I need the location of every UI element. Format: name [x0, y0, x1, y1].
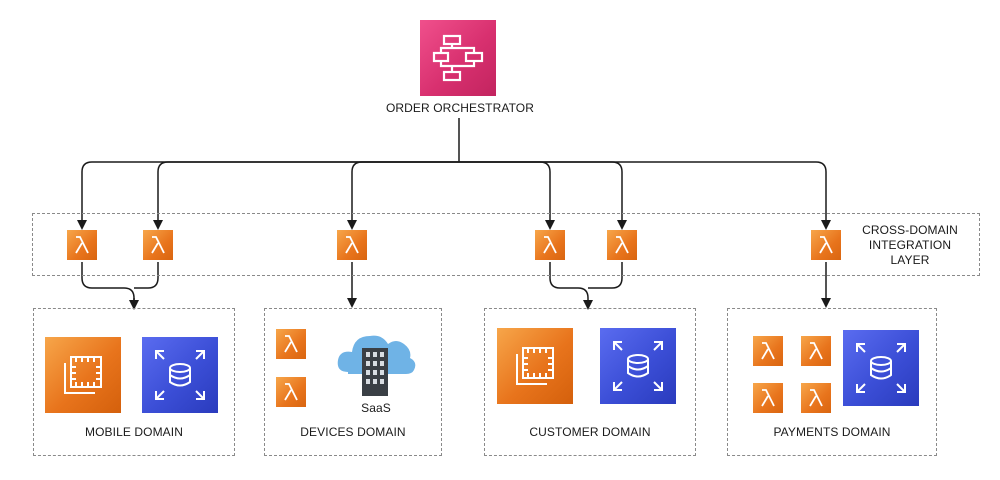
saas-icon: [337, 335, 416, 396]
integration-layer-box: [32, 213, 980, 276]
merge-customer: [549, 262, 623, 299]
saas-label: SaaS: [361, 401, 391, 415]
rds-icon: [600, 328, 676, 404]
lambda-icon: [276, 329, 306, 359]
lambda-icon: [753, 383, 783, 413]
branch-lambda-6: [459, 161, 831, 230]
branch-lambda-2: [153, 161, 459, 230]
lambda-icon: [811, 230, 841, 260]
lambda-icon: [276, 377, 306, 407]
branch-lambda-1: [77, 161, 459, 230]
lambda-icon: [753, 336, 783, 366]
merge-mobile: [81, 262, 159, 308]
customer-domain-label: CUSTOMER DOMAIN: [529, 425, 651, 439]
devices-domain-box: [264, 308, 442, 456]
lambda-icon: [337, 230, 367, 260]
mobile-domain-box: [33, 308, 235, 456]
mobile-domain-label: MOBILE DOMAIN: [85, 425, 183, 439]
lambda-icon: [607, 230, 637, 260]
payments-domain-box: [727, 308, 937, 456]
customer-domain-box: [484, 308, 696, 456]
branch-lambda-3: [347, 161, 459, 230]
integration-layer-label-line-3: LAYER: [890, 253, 930, 267]
lambda-icon: [801, 383, 831, 413]
orchestrator-label: ORDER ORCHESTRATOR: [385, 101, 535, 115]
lambda-icon: [143, 230, 173, 260]
ec2-icon: [497, 328, 573, 404]
rds-icon: [843, 330, 919, 406]
ec2-icon: [45, 337, 121, 413]
integration-layer-label-line-2: INTEGRATION: [868, 238, 952, 252]
integration-layer-label-line-1: CROSS-DOMAIN: [862, 223, 958, 237]
step-functions-icon: [420, 20, 496, 96]
lambda-icon: [67, 230, 97, 260]
payments-domain-label: PAYMENTS DOMAIN: [773, 425, 891, 439]
devices-domain-label: DEVICES DOMAIN: [300, 425, 406, 439]
lambda-icon: [535, 230, 565, 260]
rds-icon: [142, 337, 218, 413]
lambda-icon: [801, 336, 831, 366]
